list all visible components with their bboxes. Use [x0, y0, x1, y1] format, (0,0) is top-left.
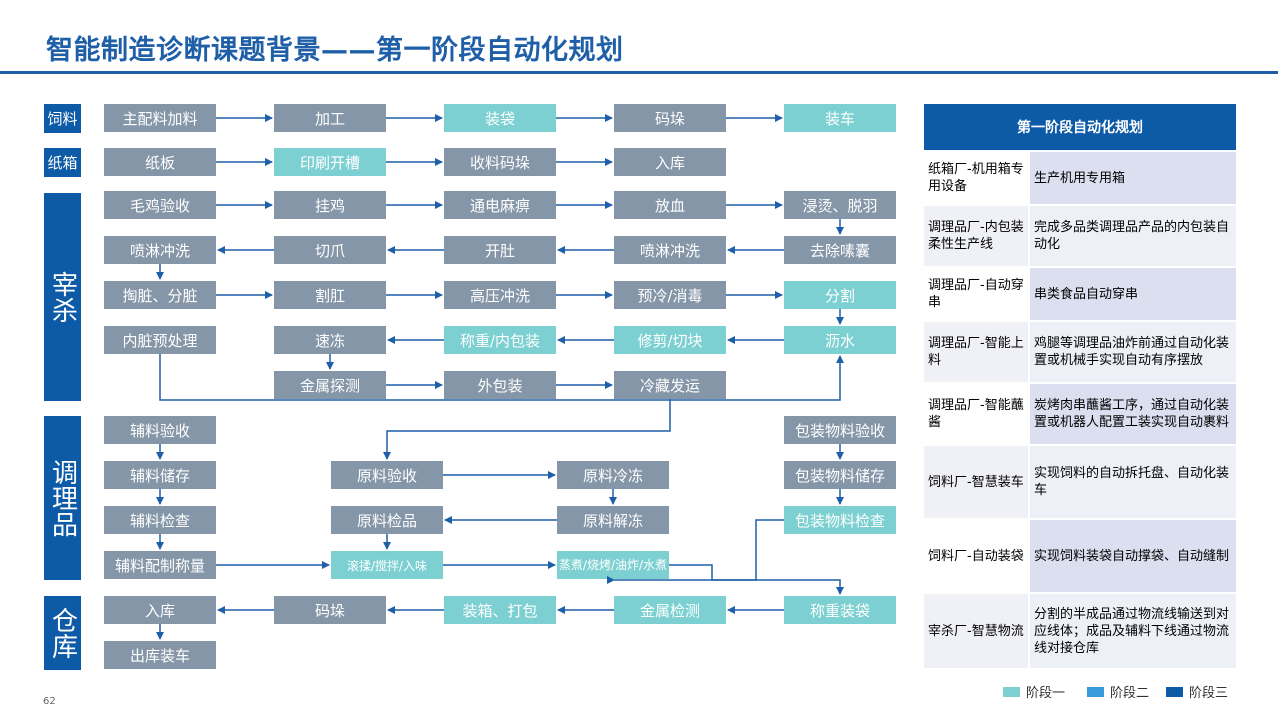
legend-label: 阶段二 — [1110, 686, 1150, 701]
process-box: 速冻 — [274, 326, 386, 354]
plan-row: 饲料厂-自动装袋 实现饲料装袋自动撑袋、自动缝制 — [924, 520, 1236, 592]
process-box: 挂鸡 — [274, 191, 386, 219]
plan-scope: 纸箱厂-机用箱专用设备 — [924, 152, 1028, 204]
process-box: 毛鸡验收 — [104, 191, 216, 219]
process-box: 入库 — [104, 596, 216, 624]
process-box: 纸板 — [104, 148, 216, 176]
process-box: 辅料储存 — [104, 461, 216, 489]
process-box: 高压冲洗 — [444, 281, 556, 309]
process-box: 外包装 — [444, 371, 556, 399]
process-box: 沥水 — [784, 326, 896, 354]
category-slaughter: 宰杀 — [44, 193, 81, 401]
process-box: 加工 — [274, 104, 386, 132]
process-box: 修剪/切块 — [614, 326, 726, 354]
legend-swatch — [1166, 686, 1183, 697]
process-box: 包装物料检查 — [784, 506, 896, 534]
plan-content: 实现饲料的自动拆托盘、自动化装车 — [1030, 446, 1236, 518]
plan-row: 宰杀厂-智慧物流 分割的半成品通过物流线输送到对应线体；成品及辅料下线通过物流线… — [924, 594, 1236, 668]
page-title: 智能制造诊断课题背景——第一阶段自动化规划 — [46, 35, 624, 66]
process-box: 开肚 — [444, 236, 556, 264]
process-box: 滚揉/搅拌/入味 — [331, 551, 443, 579]
plan-scope: 饲料厂-智慧装车 — [924, 446, 1028, 518]
process-box: 码垛 — [614, 104, 726, 132]
process-box: 金属检测 — [614, 596, 726, 624]
process-box: 原料验收 — [331, 461, 443, 489]
flow-arrows — [156, 114, 844, 640]
plan-scope: 宰杀厂-智慧物流 — [924, 594, 1028, 668]
process-box: 入库 — [614, 148, 726, 176]
process-box: 装车 — [784, 104, 896, 132]
process-box: 冷藏发运 — [614, 371, 726, 399]
legend-swatch — [1087, 686, 1104, 697]
plan-content: 分割的半成品通过物流线输送到对应线体；成品及辅料下线通过物流线对接仓库 — [1030, 594, 1236, 668]
process-box: 辅料配制称量 — [104, 551, 216, 579]
legend-swatch — [1003, 686, 1020, 697]
process-box: 分割 — [784, 281, 896, 309]
process-box: 切爪 — [274, 236, 386, 264]
process-box: 包装物料验收 — [784, 416, 896, 444]
category-warehouse: 仓库 — [44, 596, 81, 670]
process-box: 印刷开槽 — [274, 148, 386, 176]
process-box: 喷淋冲洗 — [104, 236, 216, 264]
process-box: 出库装车 — [104, 641, 216, 669]
plan-content: 串类食品自动穿串 — [1030, 268, 1236, 320]
process-box: 主配料加料 — [104, 104, 216, 132]
process-box: 码垛 — [274, 596, 386, 624]
plan-content: 生产机用专用箱 — [1030, 152, 1236, 204]
process-box: 放血 — [614, 191, 726, 219]
legend-item-phase-2: 阶段二 — [1087, 682, 1149, 701]
process-box: 辅料验收 — [104, 416, 216, 444]
process-box: 原料冷冻 — [557, 461, 669, 489]
plan-content: 鸡腿等调理品油炸前通过自动化装置或机械手实现自动有序摆放 — [1030, 322, 1236, 382]
page-number: 62 — [43, 696, 56, 707]
plan-scope: 饲料厂-自动装袋 — [924, 520, 1028, 592]
legend-item-phase-3: 阶段三 — [1166, 682, 1228, 701]
process-box: 蒸煮/烧烤/油炸/水煮 — [557, 551, 669, 579]
process-box: 原料解冻 — [557, 506, 669, 534]
process-box: 去除嗉囊 — [784, 236, 896, 264]
plan-table-header: 第一阶段自动化规划 — [924, 104, 1236, 150]
legend-label: 阶段一 — [1026, 686, 1066, 701]
process-box: 包装物料储存 — [784, 461, 896, 489]
process-box: 装箱、打包 — [444, 596, 556, 624]
legend-item-phase-1: 阶段一 — [1003, 682, 1065, 701]
plan-scope: 调理品厂-自动穿串 — [924, 268, 1028, 320]
plan-row: 调理品厂-智能上料 鸡腿等调理品油炸前通过自动化装置或机械手实现自动有序摆放 — [924, 322, 1236, 382]
plan-content: 完成多品类调理品产品的内包装自动化 — [1030, 206, 1236, 266]
process-box: 装袋 — [444, 104, 556, 132]
plan-scope: 调理品厂-智能上料 — [924, 322, 1028, 382]
category-carton: 纸箱 — [44, 148, 81, 177]
process-box: 割肛 — [274, 281, 386, 309]
plan-content: 炭烤肉串蘸酱工序，通过自动化装置或机器人配置工装实现自动裹料 — [1030, 384, 1236, 444]
plan-row: 纸箱厂-机用箱专用设备 生产机用专用箱 — [924, 152, 1236, 204]
process-box: 收料码垛 — [444, 148, 556, 176]
category-feed: 饲料 — [44, 104, 81, 133]
process-box: 金属探测 — [274, 371, 386, 399]
plan-row: 调理品厂-内包装柔性生产线 完成多品类调理品产品的内包装自动化 — [924, 206, 1236, 266]
plan-content: 实现饲料装袋自动撑袋、自动缝制 — [1030, 520, 1236, 592]
process-box: 原料检品 — [331, 506, 443, 534]
category-prepared: 调理品 — [44, 416, 81, 580]
process-box: 通电麻痹 — [444, 191, 556, 219]
plan-scope: 调理品厂-内包装柔性生产线 — [924, 206, 1028, 266]
plan-row: 调理品厂-智能蘸酱 炭烤肉串蘸酱工序，通过自动化装置或机器人配置工装实现自动裹料 — [924, 384, 1236, 444]
process-box: 内脏预处理 — [104, 326, 216, 354]
title-divider — [0, 71, 1278, 74]
process-box: 称重/内包装 — [444, 326, 556, 354]
process-box: 称重装袋 — [784, 596, 896, 624]
legend-label: 阶段三 — [1189, 686, 1229, 701]
process-box: 辅料检查 — [104, 506, 216, 534]
process-box: 浸烫、脱羽 — [784, 191, 896, 219]
plan-row: 调理品厂-自动穿串 串类食品自动穿串 — [924, 268, 1236, 320]
plan-scope: 调理品厂-智能蘸酱 — [924, 384, 1028, 444]
plan-row: 饲料厂-智慧装车 实现饲料的自动拆托盘、自动化装车 — [924, 446, 1236, 518]
process-box: 掏脏、分脏 — [104, 281, 216, 309]
process-box: 预冷/消毒 — [614, 281, 726, 309]
process-box: 喷淋冲洗 — [614, 236, 726, 264]
